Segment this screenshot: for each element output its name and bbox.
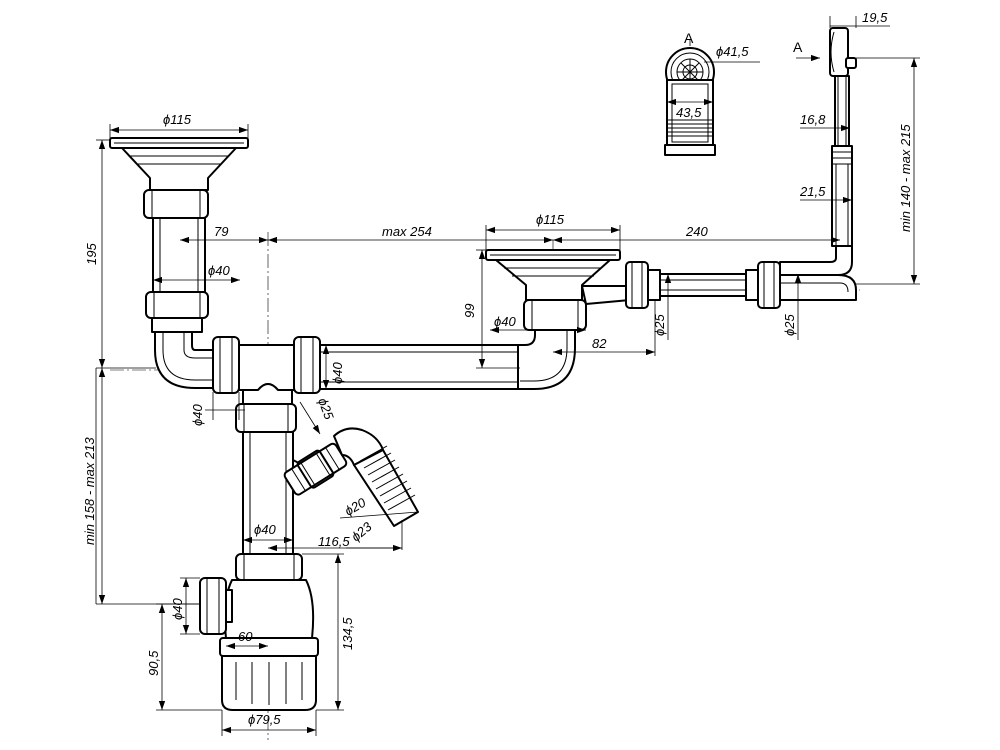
branch-nozzle: [283, 427, 419, 527]
dim-pipe-d40-lower: ϕ40: [254, 522, 276, 537]
dim-79: 79: [214, 224, 228, 239]
dim-overflow-16-8: 16,8: [800, 112, 826, 127]
overflow-riser: [829, 27, 857, 247]
dim-overflow-21-5: 21,5: [799, 184, 826, 199]
dim-trap-d79-5: ϕ79,5: [248, 712, 281, 727]
dim-branch-d25: ϕ25: [315, 396, 337, 422]
dim-overflow-43-5: 43,5: [676, 105, 702, 120]
dim-hose-d25-a: ϕ25: [652, 314, 667, 336]
dim-sink1-diameter: ϕ115: [163, 112, 192, 127]
dim-overflow-range: min 140 - max 215: [898, 124, 913, 232]
dim-240: 240: [685, 224, 708, 239]
view-a-arrow-label: A: [793, 39, 803, 55]
dim-90-5: 90,5: [146, 650, 161, 676]
dim-trap-60: 60: [238, 629, 253, 644]
right-sink-strainer: [485, 249, 631, 331]
dimension-lines: [95, 16, 920, 736]
dim-sink2-diameter: ϕ115: [536, 212, 565, 227]
view-a-detail: [664, 47, 716, 156]
dim-195: 195: [84, 243, 99, 265]
dim-tee-d40: ϕ40: [190, 404, 205, 426]
dim-hose-d25-b: ϕ25: [782, 314, 797, 336]
dim-pipe-d40-center: ϕ40: [494, 314, 516, 329]
view-a-label: A: [684, 30, 694, 46]
dim-pipe-d40-horizontal: ϕ40: [330, 362, 345, 384]
dim-pipe-d40-left: ϕ40: [208, 263, 230, 278]
dim-116-5: 116,5: [318, 534, 350, 549]
dim-overflow-d41-5: ϕ41,5: [716, 44, 749, 59]
overflow-hose: [625, 245, 857, 309]
dim-82: 82: [592, 336, 607, 351]
dim-nozzle-d20: ϕ20: [342, 494, 369, 518]
left-elbow: [154, 331, 216, 389]
dim-trap-inlet-d40: ϕ40: [170, 598, 185, 620]
dim-range-158-213: min 158 - max 213: [82, 437, 97, 545]
horizontal-pipe: [319, 327, 576, 390]
dim-nozzle-d23: ϕ23: [348, 518, 375, 544]
dim-134-5: 134,5: [340, 617, 355, 650]
dim-overflow-19-5: 19,5: [862, 10, 888, 25]
tee-fitting: [212, 336, 321, 433]
dim-max-254: max 254: [382, 224, 432, 239]
bottle-trap: [199, 553, 319, 711]
left-sink-strainer: [109, 137, 249, 333]
dim-99: 99: [462, 304, 477, 318]
